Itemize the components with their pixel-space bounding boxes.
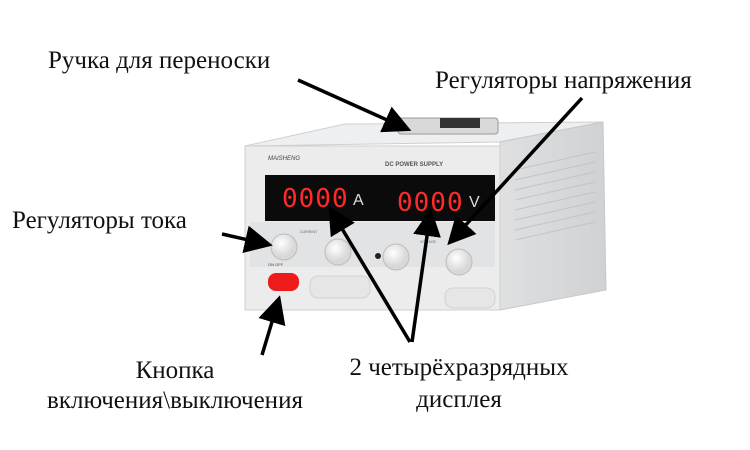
label-power-button-line2: включения\выключения [47, 387, 303, 414]
current-group-label: CURRENT [300, 230, 318, 234]
power-button[interactable] [268, 273, 299, 291]
arrow-power-button [258, 295, 286, 356]
display-strip [265, 175, 495, 221]
label-voltage-regulators: Регуляторы напряжения [435, 67, 692, 94]
current-unit: A [353, 192, 364, 209]
arrow-voltage-display [410, 208, 441, 343]
arrow-current-regulators [221, 225, 273, 253]
indicator-led [375, 253, 381, 259]
model-text: DC POWER SUPPLY [385, 162, 443, 168]
label-current-regulators: Регуляторы тока [12, 207, 187, 234]
arrow-handle [297, 78, 412, 133]
current-display: 0000 [282, 184, 349, 214]
voltage-fine-knob[interactable] [445, 248, 473, 276]
label-displays-line2: дисплея [416, 386, 502, 413]
voltage-display: 0000 [397, 188, 464, 218]
voltage-coarse-knob[interactable] [382, 243, 410, 271]
voltage-unit: V [469, 194, 480, 211]
current-fine-knob[interactable] [324, 238, 352, 266]
front-recess [309, 275, 371, 299]
handle-grip [440, 118, 480, 128]
arrow-voltage-regulators [447, 96, 584, 246]
device-side [499, 121, 607, 311]
power-switch-label: ON OFF [268, 262, 284, 267]
label-power-button-line1: Кнопка [135, 357, 215, 384]
voltage-group-label: VOLTAGE [420, 240, 437, 244]
arrow-current-display [328, 205, 412, 343]
front-recess [444, 287, 496, 309]
current-coarse-knob[interactable] [270, 233, 298, 261]
side-vents [514, 151, 596, 241]
brand-logo: MAISHENG [268, 156, 300, 162]
label-displays-line1: 2 четырёхразрядных [349, 354, 569, 381]
label-handle: Ручка для переноски [48, 47, 271, 74]
